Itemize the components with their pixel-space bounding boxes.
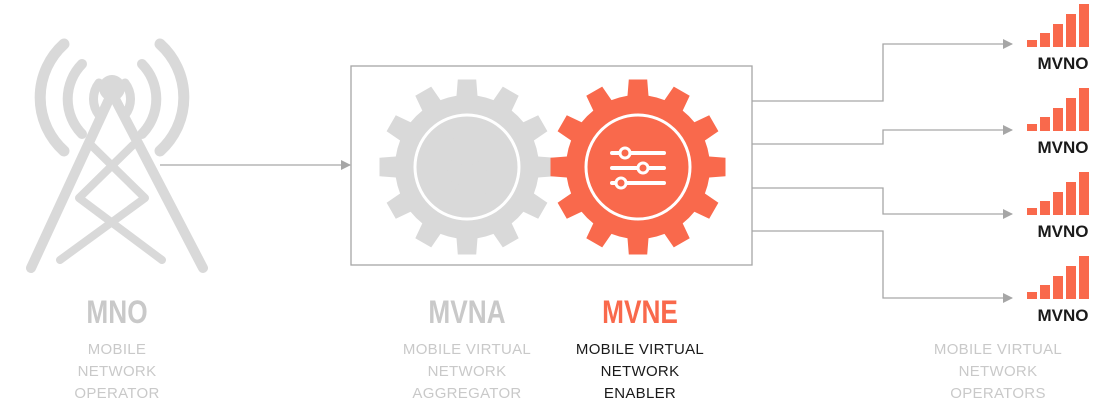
signal-bar: [1066, 98, 1076, 131]
mno-desc-line: MOBILE: [87, 341, 147, 358]
mvno-connectors: [752, 39, 1013, 303]
mno-desc-line: OPERATOR: [74, 385, 160, 402]
mvne-block: MVNE: [580, 294, 700, 331]
mvne-title: MVNE: [602, 294, 678, 330]
mvne-desc-line: ENABLER: [603, 385, 677, 402]
mvno-desc-line: OPERATORS: [950, 385, 1046, 402]
signal-bar: [1079, 4, 1089, 47]
tower-antenna-dot: [99, 75, 125, 101]
signal-bar: [1066, 182, 1076, 215]
signal-bar: [1027, 208, 1037, 215]
signal-bar: [1053, 24, 1063, 47]
mno-description: MOBILE NETWORK OPERATOR: [42, 339, 192, 405]
mvne-desc-line: NETWORK: [600, 363, 680, 380]
mvno-desc-line: MOBILE VIRTUAL: [933, 341, 1063, 358]
mvna-title: MVNA: [428, 294, 506, 330]
signal-bar: [1040, 285, 1050, 299]
mvna-desc-line: AGGREGATOR: [412, 385, 522, 402]
signal-bar: [1053, 108, 1063, 131]
signal-bar: [1027, 40, 1037, 47]
gear-body: [379, 79, 555, 255]
mvne-desc-line: MOBILE VIRTUAL: [575, 341, 705, 358]
mvna-block: MVNA: [407, 294, 527, 331]
signal-bar: [1040, 201, 1050, 215]
mvne-description: MOBILE VIRTUAL NETWORK ENABLER: [560, 339, 720, 405]
mno-block: MNO: [57, 294, 177, 331]
small-tower-icon: [439, 131, 495, 198]
signal-bar: [1066, 14, 1076, 47]
small-tower-dot: [463, 145, 471, 153]
mvno-label: MVNO: [1037, 222, 1089, 241]
signal-bar: [1040, 33, 1050, 47]
cell-tower-icon: [26, 38, 208, 273]
signal-bar: [1079, 88, 1089, 131]
mvno-label: MVNO: [1037, 54, 1089, 73]
mvno-description: MOBILE VIRTUAL NETWORK OPERATORS: [918, 339, 1078, 405]
sliders-icon: [610, 146, 666, 190]
signal-bar: [1053, 276, 1063, 299]
signal-bar: [1066, 266, 1076, 299]
signal-bar: [1027, 124, 1037, 131]
mvna-description: MOBILE VIRTUAL NETWORK AGGREGATOR: [387, 339, 547, 405]
mvno-desc-line: NETWORK: [958, 363, 1038, 380]
signal-bar: [1079, 256, 1089, 299]
signal-bar: [1040, 117, 1050, 131]
signal-bar: [1079, 172, 1089, 215]
gear-tower-icon: [379, 79, 555, 255]
mno-desc-line: NETWORK: [77, 363, 157, 380]
mvna-desc-line: NETWORK: [427, 363, 507, 380]
signal-bar: [1027, 292, 1037, 299]
mno-title: MNO: [86, 294, 148, 330]
gear-inner-ring: [584, 113, 692, 221]
mvno-label: MVNO: [1037, 306, 1089, 325]
mvno-label: MVNO: [1037, 138, 1089, 157]
mvno-signals: [1027, 4, 1089, 299]
gear-inner-ring: [413, 113, 521, 221]
mvna-desc-line: MOBILE VIRTUAL: [402, 341, 532, 358]
aggregator-enabler-box: [350, 65, 753, 266]
signal-bar: [1053, 192, 1063, 215]
